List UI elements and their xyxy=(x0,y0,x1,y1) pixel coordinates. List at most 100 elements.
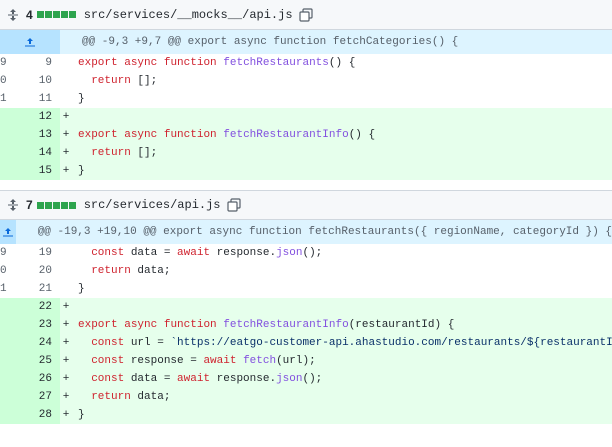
old-line-number[interactable] xyxy=(0,334,22,352)
new-line-number[interactable]: 28 xyxy=(22,406,60,424)
new-line-number[interactable]: 27 xyxy=(22,388,60,406)
diff-sign: + xyxy=(62,355,70,367)
diff-sign: + xyxy=(62,129,70,141)
diff-sign xyxy=(60,72,72,90)
changes-count: 7 xyxy=(26,198,33,212)
file-header: 7 src/services/api.js xyxy=(0,190,612,220)
code-token: fetchRestaurants xyxy=(223,57,329,69)
code-text: return data; xyxy=(72,388,612,406)
new-line-number[interactable]: 23 xyxy=(22,316,60,334)
code-token xyxy=(78,247,91,259)
new-line-number[interactable]: 22 xyxy=(22,298,60,316)
old-line-number[interactable] xyxy=(0,126,22,144)
hunk-text: @@ -9,3 +9,7 @@ export async function fe… xyxy=(82,36,459,48)
code-token xyxy=(78,355,91,367)
unfold-icon[interactable] xyxy=(6,198,20,212)
code-token: (); xyxy=(302,247,323,259)
code-token: function xyxy=(163,319,217,331)
code-token: return xyxy=(91,75,131,87)
new-line-number[interactable]: 21 xyxy=(38,283,52,295)
new-line-number[interactable]: 12 xyxy=(22,108,60,126)
code-token: const xyxy=(91,337,125,349)
copy-icon[interactable] xyxy=(226,198,241,212)
diff-line: 22+ xyxy=(0,298,612,316)
copy-icon[interactable] xyxy=(298,7,313,22)
diff-sign: + xyxy=(62,147,70,159)
old-line-number[interactable] xyxy=(0,352,22,370)
old-line-number[interactable] xyxy=(0,388,22,406)
diffstat-block xyxy=(36,201,44,209)
diff-line: 0 20 return data; xyxy=(0,262,612,280)
diff-sign: + xyxy=(62,373,70,385)
new-line-number[interactable]: 24 xyxy=(22,334,60,352)
old-line-number[interactable]: 0 xyxy=(0,75,7,87)
new-line-number[interactable]: 25 xyxy=(22,352,60,370)
old-line-number[interactable]: 9 xyxy=(0,57,7,69)
new-line-number[interactable]: 15 xyxy=(22,162,60,180)
code-text: } xyxy=(72,406,612,424)
diffstat-block xyxy=(52,11,60,18)
diff-line: 24+ const url = `https://eatgo-customer-… xyxy=(0,334,612,352)
new-line-number[interactable]: 10 xyxy=(38,75,52,87)
old-line-number[interactable] xyxy=(0,406,22,424)
code-token xyxy=(157,57,164,69)
code-token: return xyxy=(91,265,131,277)
diff-sign: + xyxy=(62,301,70,313)
code-token: (); xyxy=(302,373,323,385)
diff-sign xyxy=(60,244,72,262)
diffstat-bars xyxy=(36,201,76,209)
old-line-number[interactable] xyxy=(0,162,22,180)
old-line-number[interactable]: 0 xyxy=(0,265,7,277)
old-line-number[interactable] xyxy=(0,108,22,126)
code-token: () { xyxy=(348,129,376,141)
diff-sign xyxy=(60,54,72,72)
old-line-number[interactable]: 1 xyxy=(0,93,7,105)
diffstat-block xyxy=(68,201,76,209)
code-token: response = xyxy=(124,355,204,367)
old-line-number[interactable] xyxy=(0,298,22,316)
code-token: export xyxy=(78,129,118,141)
code-token: async xyxy=(124,129,158,141)
code-token: } xyxy=(78,409,85,421)
code-token: data; xyxy=(130,391,171,403)
diffstat-bars xyxy=(36,11,76,18)
code-token xyxy=(157,129,164,141)
diff-sign: + xyxy=(62,319,70,331)
code-token xyxy=(78,265,91,277)
code-token: await xyxy=(203,355,237,367)
diffstat-block xyxy=(60,201,68,209)
new-line-number[interactable]: 13 xyxy=(22,126,60,144)
code-token: data; xyxy=(130,265,171,277)
unfold-icon[interactable] xyxy=(6,8,20,22)
expand-up-icon[interactable] xyxy=(0,30,60,54)
new-line-number[interactable]: 9 xyxy=(45,57,52,69)
code-token: data = xyxy=(124,373,178,385)
old-line-number[interactable]: 9 xyxy=(0,247,7,259)
diff-sign: + xyxy=(62,111,70,123)
diffstat-block xyxy=(52,201,60,209)
new-line-number[interactable]: 19 xyxy=(38,247,52,259)
expand-up-icon[interactable] xyxy=(0,220,16,244)
file-path[interactable]: src/services/__mocks__/api.js xyxy=(83,7,293,22)
code-token: (url); xyxy=(276,355,316,367)
file-path[interactable]: src/services/api.js xyxy=(83,198,221,212)
code-token: fetchRestaurantInfo xyxy=(223,129,349,141)
new-line-number[interactable]: 11 xyxy=(38,93,52,105)
code-token xyxy=(157,319,164,331)
old-line-number[interactable]: 1 xyxy=(0,283,7,295)
new-line-number[interactable]: 20 xyxy=(38,265,52,277)
old-line-number[interactable] xyxy=(0,144,22,162)
hunk-header: @@ -19,3 +19,10 @@ export async function… xyxy=(0,220,612,244)
old-line-number[interactable] xyxy=(0,370,22,388)
old-line-number[interactable] xyxy=(0,316,22,334)
code-text: } xyxy=(72,162,612,180)
code-text: export async function fetchRestaurantInf… xyxy=(72,126,612,144)
new-line-number[interactable]: 26 xyxy=(22,370,60,388)
new-line-number[interactable]: 14 xyxy=(22,144,60,162)
diffstat-block xyxy=(44,201,52,209)
code-token: return xyxy=(91,391,131,403)
